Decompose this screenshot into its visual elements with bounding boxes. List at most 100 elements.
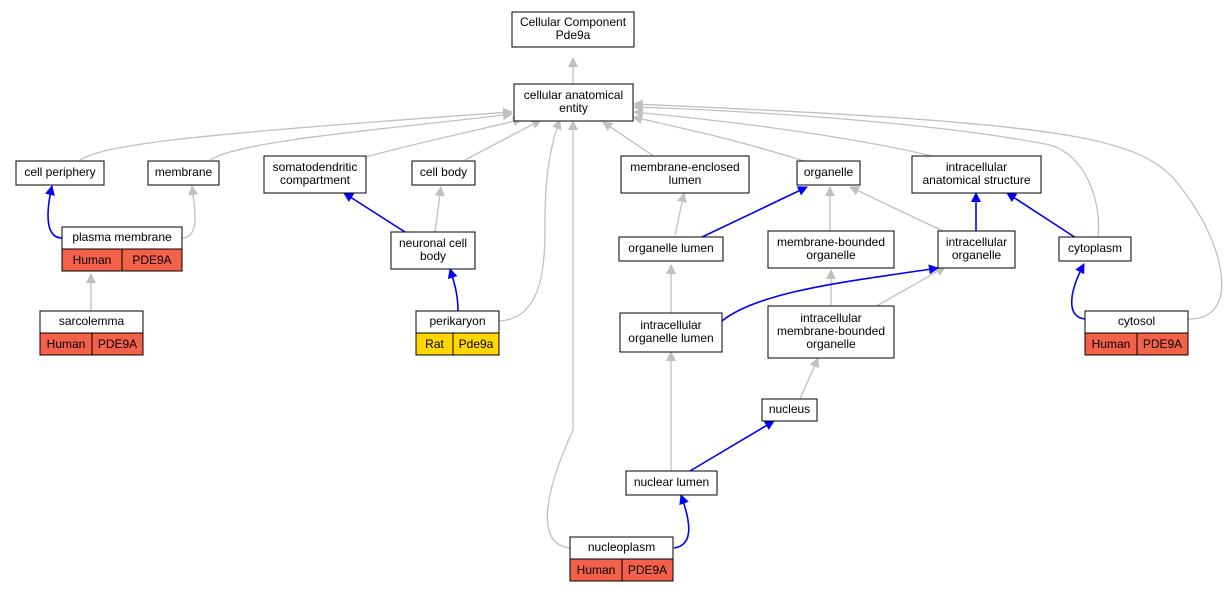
- node-box[interactable]: [411, 160, 476, 186]
- gene-label: PDE9A: [132, 253, 171, 267]
- node-cell-periphery[interactable]: cell periphery: [15, 160, 105, 186]
- node-box[interactable]: [1058, 236, 1132, 262]
- node-box[interactable]: [761, 398, 818, 422]
- node-label: cell periphery: [24, 165, 95, 179]
- gene-label: Pde9a: [459, 337, 494, 351]
- node-label: somatodendritic: [273, 160, 358, 174]
- edge-intracellular-membrane-bounded-organelle-to-intracellular-organelle: [874, 266, 946, 308]
- edge-cytoplasm-to-cellular-anatomical-entity: [633, 102, 1100, 239]
- node-cell-body[interactable]: cell body: [411, 160, 476, 186]
- node-label: intracellular: [946, 160, 1007, 174]
- node-label: membrane: [155, 165, 213, 179]
- node-label: organelle: [806, 337, 856, 351]
- edge-organelle-lumen-part-of-organelle: [699, 186, 808, 239]
- species-label: Human: [73, 253, 112, 267]
- node-box[interactable]: [937, 230, 1016, 269]
- node-label: sarcolemma: [59, 314, 125, 328]
- node-box[interactable]: [911, 155, 1042, 194]
- node-label: body: [420, 249, 446, 263]
- edge-perikaryon-to-cellular-anatomical-entity: [497, 119, 562, 322]
- node-label: plasma membrane: [72, 230, 172, 244]
- edge-cytosol-to-cellular-anatomical-entity: [633, 99, 1223, 320]
- gene-cell: [1136, 332, 1189, 356]
- node-label: compartment: [280, 173, 351, 187]
- species-label: Human: [47, 337, 86, 351]
- gene-label: PDE9A: [628, 563, 667, 577]
- species-label: Human: [1092, 337, 1131, 351]
- node-membrane[interactable]: membrane: [147, 160, 220, 186]
- node-label: organelle lumen: [628, 241, 713, 255]
- node-nuclear-lumen[interactable]: nuclear lumen: [625, 470, 718, 496]
- node-label: Cellular Component: [520, 15, 627, 29]
- node-label: cellular anatomical: [524, 88, 623, 102]
- node-box[interactable]: [147, 160, 220, 186]
- node-box[interactable]: [511, 11, 635, 48]
- node-box[interactable]: [767, 305, 895, 359]
- node-box[interactable]: [767, 230, 895, 269]
- node-organelle-lumen[interactable]: organelle lumen: [618, 236, 724, 262]
- node-box[interactable]: [625, 470, 718, 496]
- node-box[interactable]: [15, 160, 105, 186]
- node-label: organelle lumen: [628, 331, 713, 345]
- edge-nucleoplasm-part-of-nuclear-lumen: [673, 494, 690, 549]
- edge-intracellular-organelle-to-organelle: [849, 186, 946, 233]
- gene-cell: [91, 332, 144, 356]
- edge-membrane-to-cellular-anatomical-entity: [209, 110, 513, 161]
- node-box[interactable]: [619, 312, 723, 353]
- edge-plasma-membrane-part-of-cell-periphery: [45, 185, 63, 239]
- node-cytoplasm[interactable]: cytoplasm: [1058, 236, 1132, 262]
- node-box[interactable]: [620, 155, 750, 194]
- node-label: intracellular: [800, 311, 861, 325]
- node-box[interactable]: [513, 83, 634, 122]
- node-label: membrane-enclosed: [630, 160, 739, 174]
- node-nucleus[interactable]: nucleus: [761, 398, 818, 422]
- node-label: intracellular: [640, 318, 701, 332]
- gene-label: PDE9A: [98, 337, 137, 351]
- node-label: lumen: [669, 173, 702, 187]
- node-box[interactable]: [263, 155, 367, 194]
- node-box[interactable]: [390, 231, 476, 270]
- node-box[interactable]: [796, 160, 861, 186]
- node-label: cytosol: [1118, 314, 1155, 328]
- node-label: cell body: [420, 165, 467, 179]
- edge-neuronal-cell-body-to-cell-body: [434, 186, 445, 233]
- species-label: Rat: [425, 337, 444, 351]
- edge-intracellular-anatomical-structure-to-cellular-anatomical-entity: [633, 107, 941, 159]
- species-label: Human: [577, 563, 616, 577]
- edge-perikaryon-part-of-neuronal-cell-body: [447, 268, 459, 312]
- edge-intracellular-organelle-lumen-part-of-intracellular-organelle: [721, 264, 939, 322]
- edge-cytoplasm-part-of-intracellular-anatomical-structure: [1006, 192, 1077, 239]
- node-label: organelle: [804, 165, 854, 179]
- node-label: membrane-bounded: [777, 235, 885, 249]
- node-organelle[interactable]: organelle: [796, 160, 861, 186]
- edge-layer: [45, 57, 1223, 549]
- gene-label: PDE9A: [1143, 337, 1182, 351]
- gene-cell: [121, 248, 183, 272]
- node-label: nuclear lumen: [634, 475, 709, 489]
- edge-cell-periphery-to-cellular-anatomical-entity: [79, 107, 513, 161]
- edge-cell-body-to-cellular-anatomical-entity: [464, 119, 542, 161]
- edge-membrane-enclosed-lumen-to-cellular-anatomical-entity: [602, 121, 656, 158]
- node-label: neuronal cell: [399, 236, 467, 250]
- node-box[interactable]: [618, 236, 724, 262]
- node-label: organelle: [952, 248, 1002, 262]
- node-label: intracellular: [946, 235, 1007, 249]
- edge-nucleoplasm-to-cellular-anatomical-entity: [546, 120, 578, 549]
- node-label: organelle: [806, 248, 856, 262]
